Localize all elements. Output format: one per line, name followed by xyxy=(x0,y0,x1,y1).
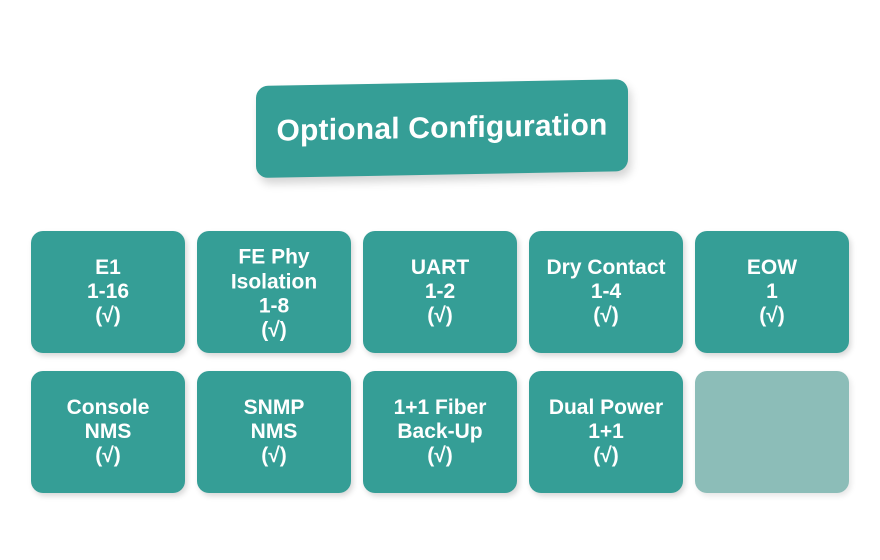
option-card-line: Back-Up xyxy=(397,419,483,443)
option-card-text: Console NMS (√) xyxy=(19,396,197,468)
option-card-check: (√) xyxy=(427,304,453,328)
option-card-line: NMS xyxy=(84,419,132,443)
card-row-1: E1 1-16 (√) FE Phy Isolation 1-8 (√) UAR… xyxy=(31,231,849,353)
option-card-check: (√) xyxy=(759,304,785,328)
option-card-line: 1-16 xyxy=(86,279,130,303)
option-card-text: E1 1-16 (√) xyxy=(19,256,197,328)
card-row-2: Console NMS (√) SNMP NMS (√) 1+1 Fiber B… xyxy=(31,371,849,493)
option-card-check: (√) xyxy=(593,444,619,468)
option-card-text: Dry Contact 1-4 (√) xyxy=(517,256,695,328)
option-card-check: (√) xyxy=(593,304,619,328)
option-card-line: Console xyxy=(66,395,150,419)
option-card-text: SNMP NMS (√) xyxy=(185,396,363,468)
option-card-line: 1-4 xyxy=(590,279,622,303)
option-card-check: (√) xyxy=(427,444,453,468)
option-card-grid: E1 1-16 (√) FE Phy Isolation 1-8 (√) UAR… xyxy=(31,231,849,511)
option-card-text: EOW 1 (√) xyxy=(683,256,861,328)
option-card-check: (√) xyxy=(261,444,287,468)
option-card-text: FE Phy Isolation 1-8 (√) xyxy=(185,246,363,343)
option-card-line: 1+1 Fiber xyxy=(393,395,487,419)
option-card-check: (√) xyxy=(261,318,287,342)
option-card-fe-phy-isolation[interactable]: FE Phy Isolation 1-8 (√) xyxy=(197,231,351,353)
option-card-snmp-nms[interactable]: SNMP NMS (√) xyxy=(197,371,351,493)
option-card-line: UART xyxy=(410,255,470,279)
option-card-line: Isolation xyxy=(230,270,318,294)
option-card-check: (√) xyxy=(95,304,121,328)
option-card-line: 1 xyxy=(766,279,778,303)
option-card-dual-power[interactable]: Dual Power 1+1 (√) xyxy=(529,371,683,493)
option-card-line: NMS xyxy=(250,419,298,443)
option-card-check: (√) xyxy=(95,444,121,468)
option-card-e1[interactable]: E1 1-16 (√) xyxy=(31,231,185,353)
option-card-eow[interactable]: EOW 1 (√) xyxy=(695,231,849,353)
option-card-uart[interactable]: UART 1-2 (√) xyxy=(363,231,517,353)
option-card-line: E1 xyxy=(95,255,121,279)
option-card-line: SNMP xyxy=(243,395,305,419)
option-card-line: 1-2 xyxy=(424,279,456,303)
option-card-line: Dry Contact xyxy=(546,255,666,279)
option-card-fiber-backup[interactable]: 1+1 Fiber Back-Up (√) xyxy=(363,371,517,493)
option-card-line: 1+1 xyxy=(588,419,624,443)
option-card-dry-contact[interactable]: Dry Contact 1-4 (√) xyxy=(529,231,683,353)
option-card-line: 1-8 xyxy=(258,294,290,318)
option-card-line: FE Phy xyxy=(238,246,310,270)
page-title: Optional Configuration xyxy=(276,108,608,148)
option-card-console-nms[interactable]: Console NMS (√) xyxy=(31,371,185,493)
option-card-text: Dual Power 1+1 (√) xyxy=(517,396,695,468)
option-card-text: UART 1-2 (√) xyxy=(351,256,529,328)
option-card-empty-placeholder xyxy=(695,371,849,493)
header-banner: Optional Configuration xyxy=(256,79,628,178)
option-card-line: EOW xyxy=(746,255,798,279)
option-card-line: Dual Power xyxy=(548,395,664,419)
option-card-text: 1+1 Fiber Back-Up (√) xyxy=(351,396,529,468)
